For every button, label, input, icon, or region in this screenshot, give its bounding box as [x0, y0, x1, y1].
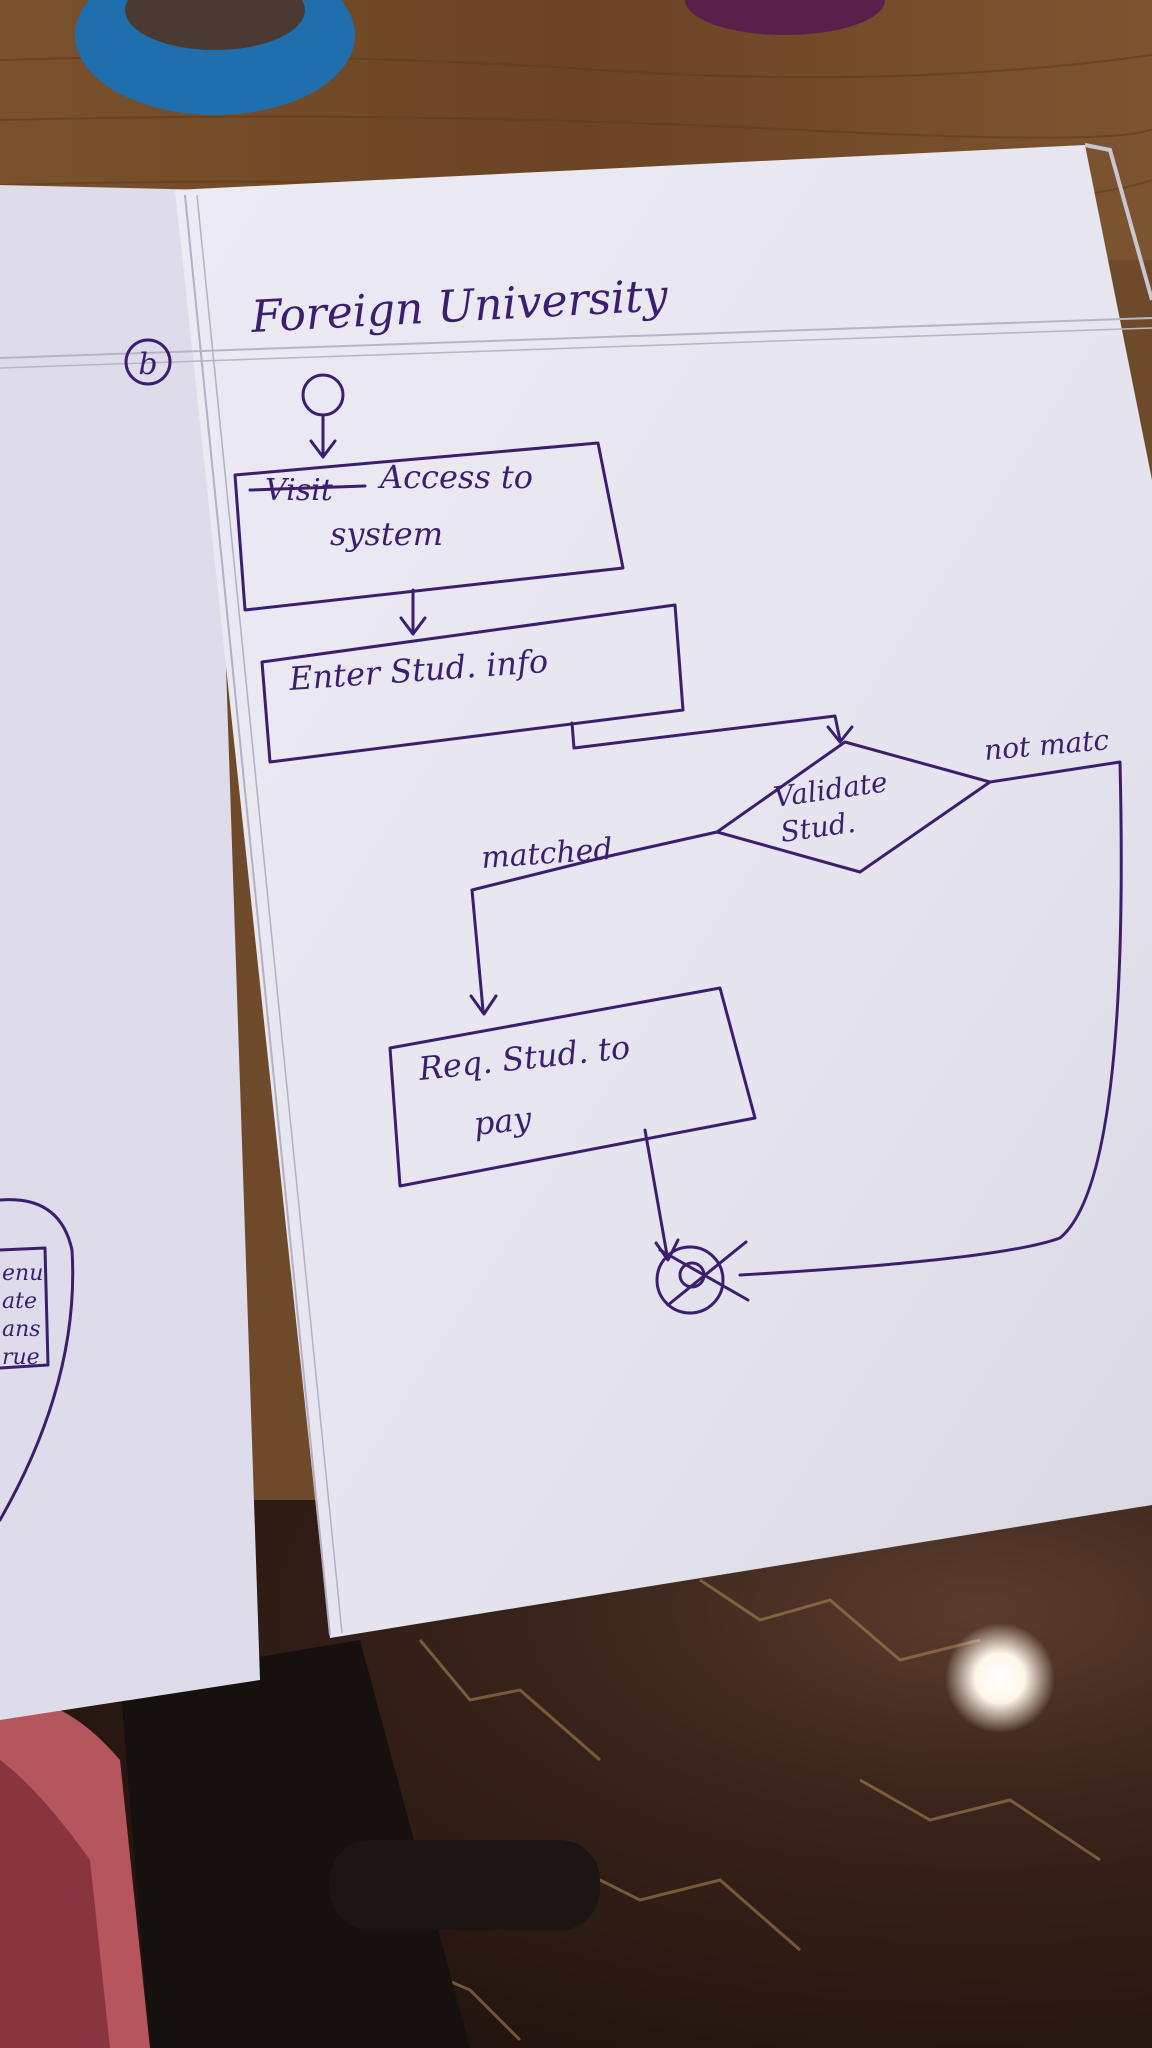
paper-main-sheet [175, 145, 1152, 1638]
margin-fragment-text-2: ate [2, 1289, 37, 1314]
node-access-line1: Access to [377, 458, 533, 496]
marble-veins [399, 1578, 1101, 2042]
strike-through [248, 484, 367, 492]
arrow-request-to-end [643, 1128, 669, 1257]
node-request-line2: pay [472, 1099, 534, 1143]
paper-left-sheet [0, 185, 260, 1720]
paper-rule-horizontal [0, 317, 1152, 359]
margin-fragment-shape [0, 1198, 75, 1522]
node-request-stud-to-pay [388, 986, 757, 1188]
margin-fragment-text-4: rue [2, 1345, 40, 1370]
paper-margin-line [184, 194, 331, 1636]
margin-fragment-text-3: ans [2, 1317, 41, 1342]
edge-not-matched-path [738, 760, 1123, 1277]
paper-edge-shadow [1084, 143, 1152, 301]
node-enter-stud-info [260, 603, 685, 764]
ceiling-light-reflection [945, 1623, 1055, 1733]
node-access-to-system [233, 441, 625, 612]
node-access-line2: system [330, 515, 443, 553]
purple-object [685, 0, 885, 35]
section-marker-circle [124, 338, 172, 386]
arrow-enter-to-decision [570, 714, 842, 750]
edge-matched-path [470, 830, 719, 1012]
section-marker-label: b [138, 347, 157, 382]
margin-fragment-text-1: enu [2, 1261, 43, 1286]
dark-chair [120, 1640, 470, 2048]
end-node [655, 1245, 725, 1315]
